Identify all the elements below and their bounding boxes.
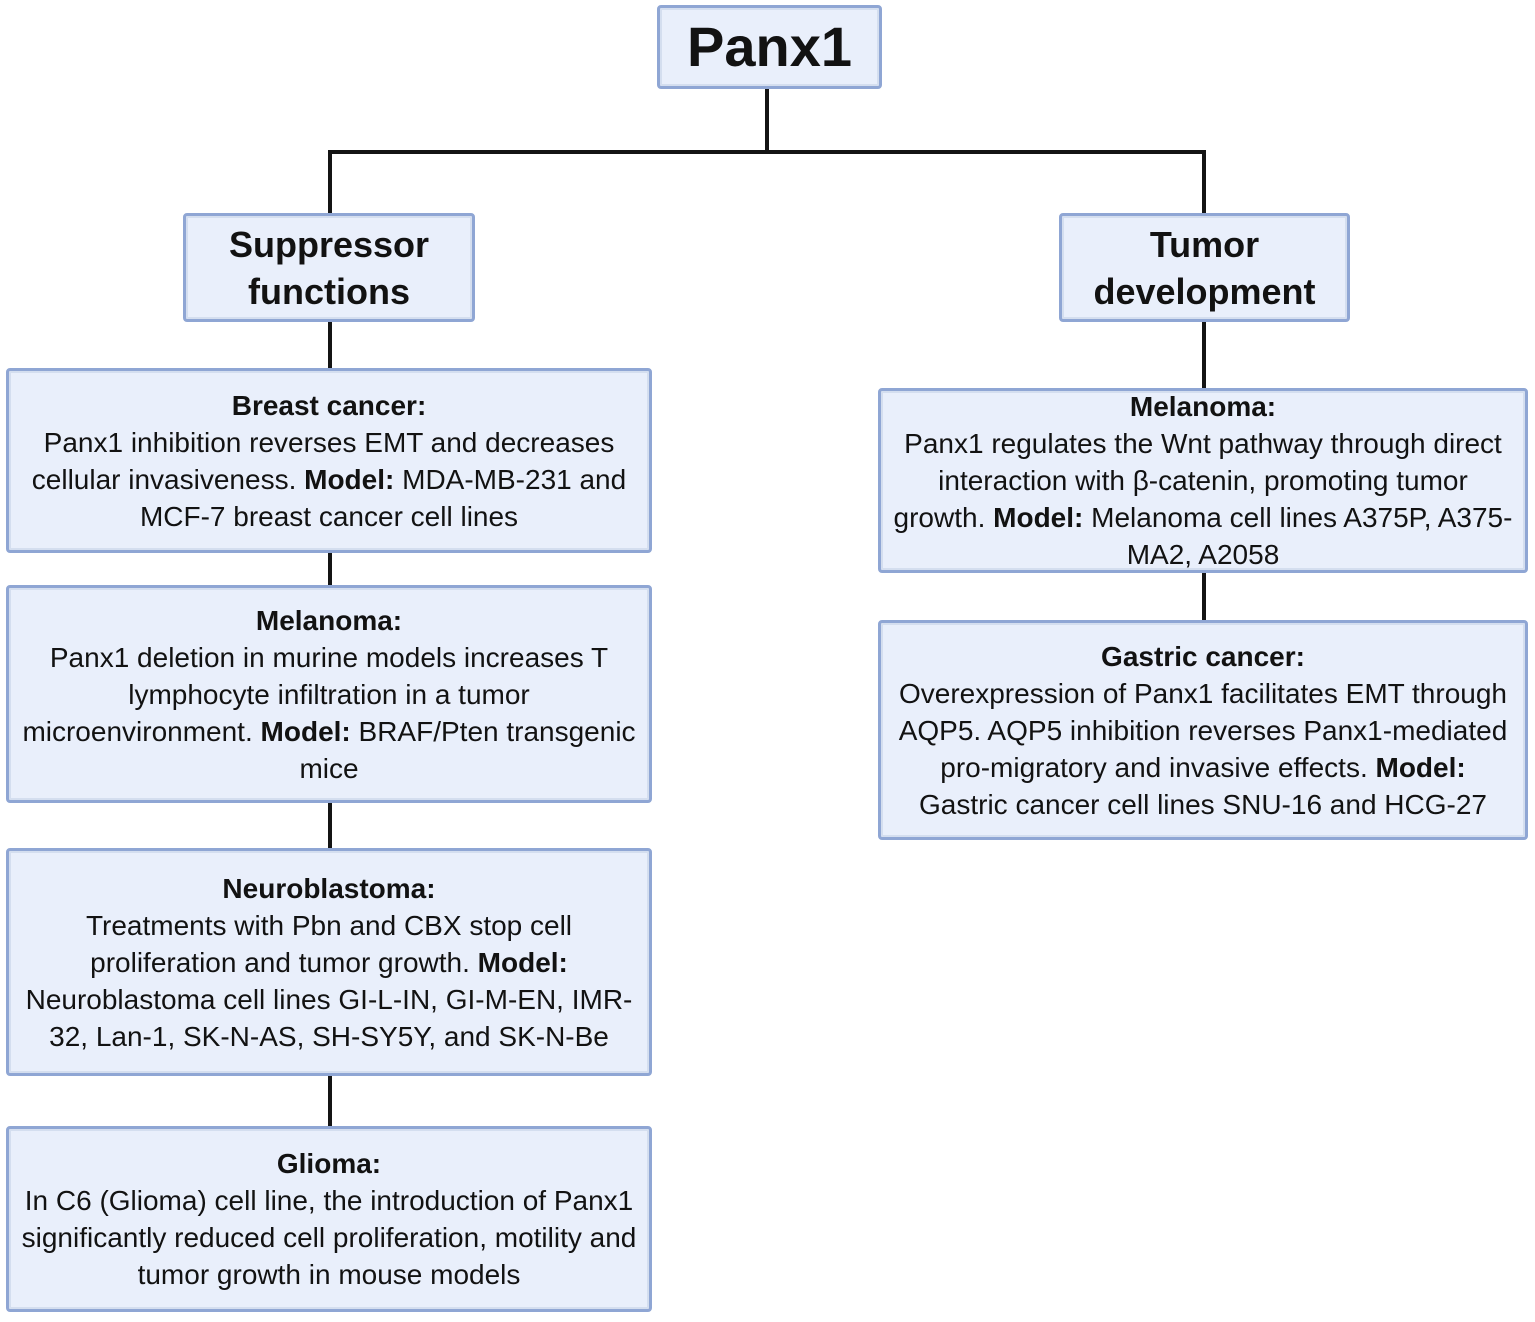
connector-left-drop bbox=[328, 150, 332, 216]
node-root-panx1: Panx1 bbox=[657, 5, 882, 89]
node-body: In C6 (Glioma) cell line, the introducti… bbox=[21, 1185, 637, 1290]
branch-header-label: Tumor development bbox=[1093, 223, 1316, 312]
node-gastric-cancer: Gastric cancer: Overexpression of Panx1 … bbox=[878, 620, 1528, 840]
connector-left-header-to-breast bbox=[328, 320, 332, 370]
node-neuroblastoma: Neuroblastoma: Treatments with Pbn and C… bbox=[6, 848, 652, 1076]
node-body: Overexpression of Panx1 facilitates EMT … bbox=[898, 677, 1508, 820]
node-body: Panx1 inhibition reverses EMT and decrea… bbox=[31, 426, 627, 532]
node-header-tumor-development: Tumor development bbox=[1059, 213, 1350, 322]
node-title: Melanoma: bbox=[1129, 391, 1277, 422]
connector-crossbar bbox=[328, 150, 1206, 154]
node-melanoma-suppressor: Melanoma: Panx1 deletion in murine model… bbox=[6, 585, 652, 803]
node-title: Neuroblastoma: bbox=[222, 872, 436, 904]
node-body: Panx1 regulates the Wnt pathway through … bbox=[893, 428, 1513, 570]
connector-right-drop bbox=[1202, 150, 1206, 216]
node-body: Panx1 deletion in murine models increase… bbox=[22, 641, 636, 784]
connector-melanoma-to-gastric bbox=[1202, 571, 1206, 623]
node-breast-cancer: Breast cancer: Panx1 inhibition reverses… bbox=[6, 368, 652, 553]
branch-header-label: Suppressor functions bbox=[228, 223, 430, 312]
connector-root-stem bbox=[765, 87, 769, 154]
node-glioma: Glioma: In C6 (Glioma) cell line, the in… bbox=[6, 1126, 652, 1312]
connector-right-header-to-melanoma bbox=[1202, 320, 1206, 390]
node-melanoma-tumor-development: Melanoma: Panx1 regulates the Wnt pathwa… bbox=[878, 388, 1528, 573]
node-title: Melanoma: bbox=[255, 604, 403, 636]
node-title: Breast cancer: bbox=[231, 389, 427, 421]
root-title: Panx1 bbox=[687, 15, 852, 78]
node-body: Treatments with Pbn and CBX stop cell pr… bbox=[25, 909, 633, 1052]
connector-breast-to-melanoma bbox=[328, 551, 332, 588]
connector-melanoma-to-neuroblastoma bbox=[328, 801, 332, 851]
node-title: Glioma: bbox=[276, 1148, 382, 1179]
node-header-suppressor-functions: Suppressor functions bbox=[183, 213, 475, 322]
node-title: Gastric cancer: bbox=[1101, 640, 1305, 672]
connector-neuroblastoma-to-glioma bbox=[328, 1074, 332, 1129]
